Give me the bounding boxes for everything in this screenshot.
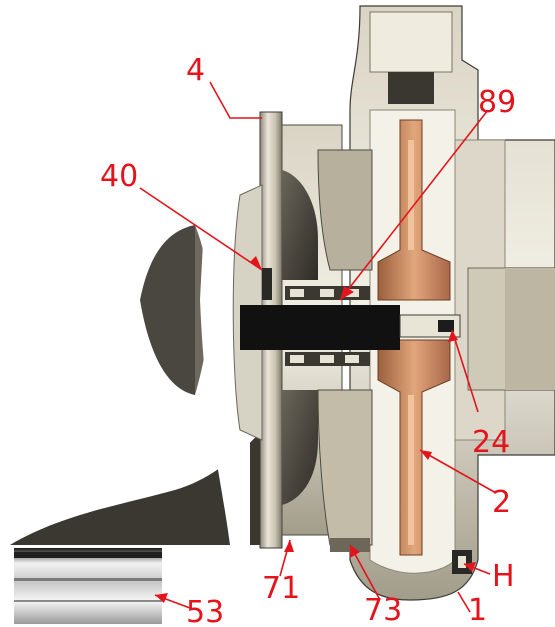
callout-H: H [492, 559, 515, 594]
callout-89: 89 [478, 85, 516, 120]
callout-2: 2 [492, 485, 511, 520]
shaft [240, 305, 461, 350]
callout-71: 71 [262, 571, 300, 606]
lower-pipe [14, 548, 162, 624]
callout-labels: 4 89 40 24 2 H 71 73 1 53 [100, 53, 516, 627]
arrowhead-73 [350, 545, 360, 558]
arrowhead-2 [420, 450, 432, 460]
callout-53: 53 [186, 595, 224, 627]
callout-73: 73 [364, 593, 402, 627]
leader-40 [139, 187, 263, 271]
arrowhead-24 [448, 330, 458, 342]
leader-4 [209, 81, 262, 119]
callout-1: 1 [468, 593, 487, 627]
leader-89 [339, 109, 489, 301]
casing-cover [317, 149, 373, 552]
callout-4: 4 [186, 53, 205, 88]
leader-1 [457, 591, 471, 613]
pump-casing [349, 5, 555, 601]
leader-24 [451, 329, 479, 413]
callout-40: 40 [100, 159, 138, 194]
arrowhead-40 [250, 256, 262, 270]
arrowhead-H [464, 562, 476, 572]
arrowhead-89 [340, 286, 354, 300]
arrowhead-53 [155, 593, 168, 603]
callout-24: 24 [472, 425, 510, 460]
arrowheads [155, 256, 476, 603]
leader-2 [419, 449, 497, 494]
impeller [377, 119, 451, 556]
arrowhead-71 [284, 540, 294, 552]
